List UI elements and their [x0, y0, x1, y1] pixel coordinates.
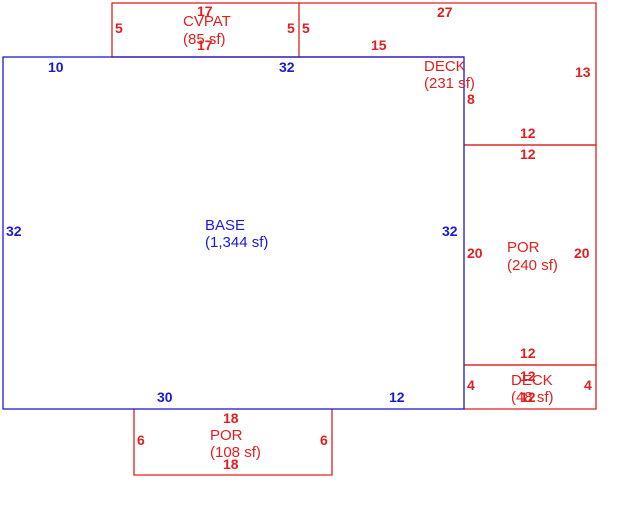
deck-bottom-area: (48 sf): [511, 389, 554, 406]
deck-bottom-dim-right: 4: [584, 377, 592, 393]
cvpat-dim-left: 5: [115, 20, 123, 36]
base-dim-left: 32: [6, 223, 22, 239]
por-bottom-dim-top: 18: [223, 410, 239, 426]
base-dim-right: 32: [442, 223, 458, 239]
cvpat-area: (85 sf): [183, 31, 226, 48]
por-bottom-dim-left: 6: [137, 432, 145, 448]
dimension-labels: 10 32 32 32 30 12 17 17 5 5 27 15 5 13 8…: [6, 3, 592, 472]
cvpat-dim-inner: 17: [197, 37, 213, 53]
base-area: (1,344 sf): [205, 234, 268, 251]
deck-top-area: (231 sf): [424, 75, 475, 92]
deck-top-dim-top: 27: [437, 4, 453, 20]
por-right-area: (240 sf): [507, 257, 558, 274]
por-bottom-name: POR: [210, 427, 243, 444]
por-right-dim-bottom: 12: [520, 345, 536, 361]
por-bottom-outline: [133, 409, 333, 476]
base-dim-top-right: 32: [279, 59, 295, 75]
deck-bottom-name: DECK: [511, 372, 553, 389]
deck-bottom-dim-top: 12: [520, 368, 536, 384]
base-dim-top-left: 10: [48, 59, 64, 75]
deck-bottom-dim-bottom: 12: [520, 389, 536, 405]
por-right-dim-left: 20: [467, 245, 483, 261]
por-bottom-area: (108 sf): [210, 444, 261, 461]
base-outline: [2, 56, 465, 410]
por-bottom-dim-bottom: 18: [223, 456, 239, 472]
por-right-dim-top: 12: [520, 146, 536, 162]
deck-top-dim-inner-top: 15: [371, 37, 387, 53]
deck-bottom-outline: [464, 364, 597, 410]
cvpat-name: CVPAT: [183, 13, 231, 30]
area-labels: BASE (1,344 sf) CVPAT (85 sf) DECK (231 …: [183, 13, 558, 461]
deck-top-name: DECK: [424, 58, 466, 75]
deck-top-dim-step: 8: [467, 91, 475, 107]
deck-bottom-dim-left: 4: [467, 377, 475, 393]
base-dim-bottom-left: 30: [157, 389, 173, 405]
deck-top-dim-right: 13: [575, 64, 591, 80]
base-name: BASE: [205, 217, 245, 234]
base-dim-bottom-right: 12: [389, 389, 405, 405]
deck-top-dim-left: 5: [302, 20, 310, 36]
por-right-dim-right: 20: [574, 245, 590, 261]
cvpat-dim-right: 5: [287, 20, 295, 36]
deck-top-dim-bottom: 12: [520, 125, 536, 141]
por-bottom-dim-right: 6: [320, 432, 328, 448]
por-right-name: POR: [507, 239, 540, 256]
cvpat-dim-top: 17: [197, 3, 213, 19]
